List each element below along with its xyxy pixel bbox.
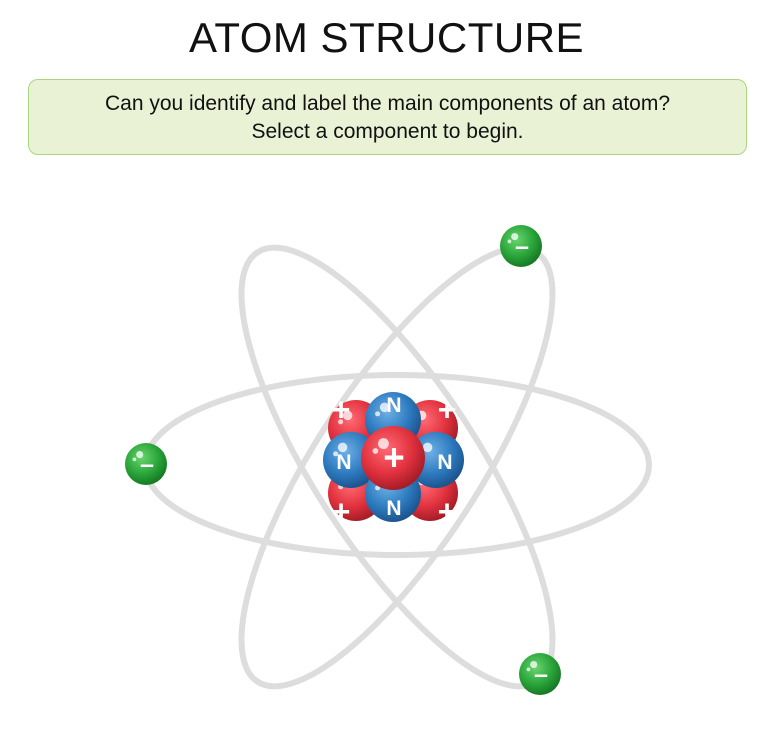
highlight (333, 451, 339, 457)
proton-symbol: + (332, 392, 351, 428)
electron-symbol: – (515, 232, 529, 260)
highlight (530, 660, 538, 669)
highlight (132, 457, 137, 462)
electron-sphere (125, 443, 167, 485)
highlight (377, 438, 389, 450)
instruction-line-1: Can you identify and label the main comp… (104, 92, 671, 115)
proton-symbol: + (438, 392, 457, 428)
highlight (526, 667, 531, 672)
proton-symbol: + (438, 494, 457, 530)
electron-sphere (500, 225, 542, 267)
electron-symbol: – (140, 450, 154, 478)
proton-symbol: + (383, 437, 405, 478)
proton-sphere (361, 426, 425, 490)
electron-particle[interactable] (125, 443, 167, 485)
proton-particle[interactable] (361, 426, 425, 490)
highlight (136, 450, 144, 459)
proton-symbol: + (332, 494, 351, 530)
highlight (511, 232, 519, 241)
highlight (337, 442, 348, 453)
highlight (507, 239, 512, 244)
neutron-symbol: N (386, 394, 401, 417)
highlight (379, 402, 390, 413)
instruction-box: Can you identify and label the main comp… (28, 79, 747, 155)
highlight (375, 411, 381, 417)
neutron-symbol: N (336, 451, 351, 474)
neutron-symbol: N (386, 497, 401, 520)
electron-particle[interactable] (500, 225, 542, 267)
highlight (338, 419, 344, 425)
page-title: ATOM STRUCTURE (188, 14, 585, 61)
electron-sphere (519, 653, 561, 695)
highlight (372, 448, 379, 454)
instruction-line-2: Select a component to begin. (251, 120, 524, 143)
electron-particle[interactable] (519, 653, 561, 695)
neutron-symbol: N (437, 451, 452, 474)
highlight (422, 442, 433, 453)
highlight (342, 410, 353, 421)
electron-symbol: – (534, 660, 548, 688)
